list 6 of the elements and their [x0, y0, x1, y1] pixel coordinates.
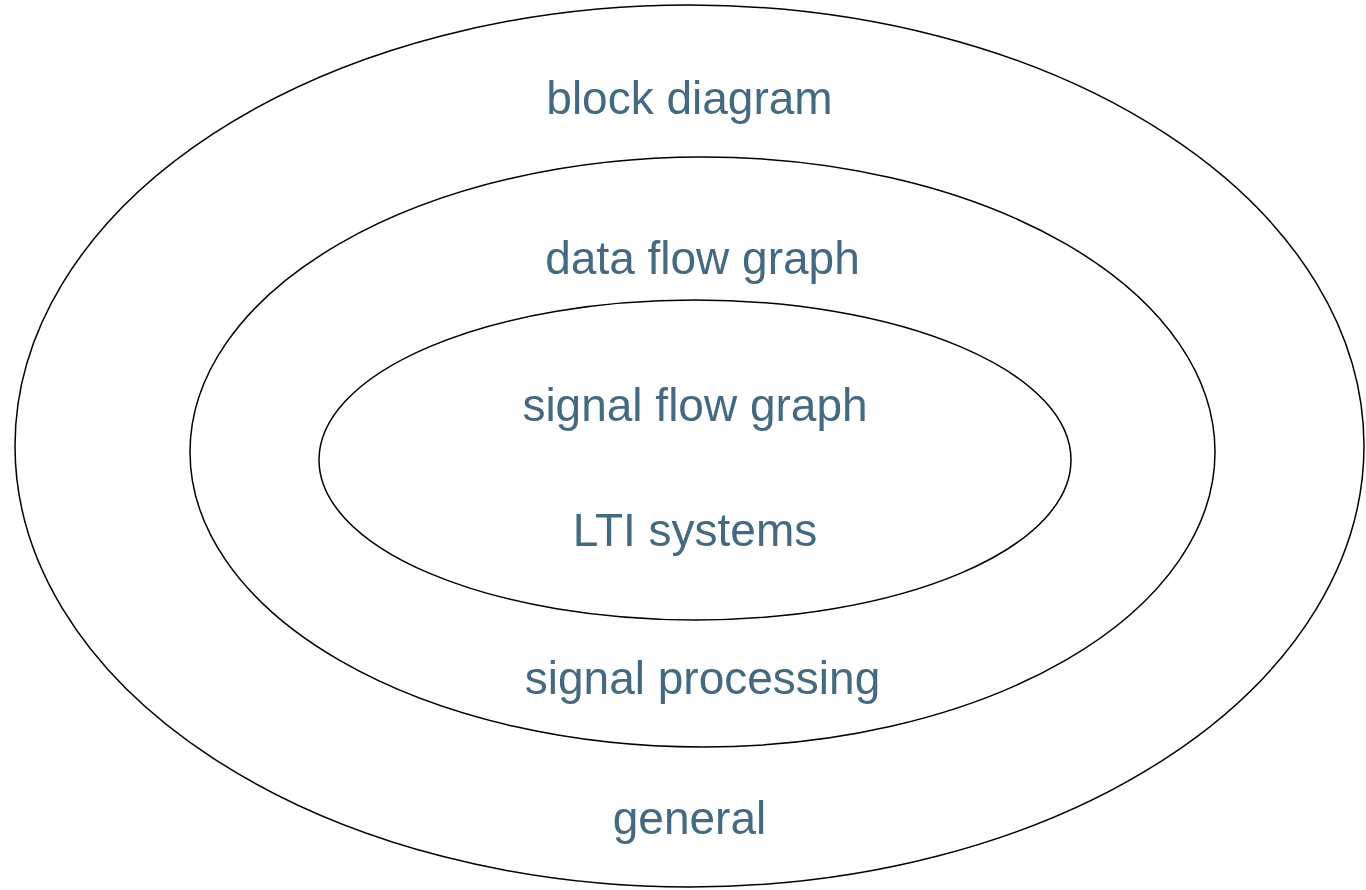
ellipse-label: data flow graph: [545, 232, 860, 284]
ellipse-label: general: [612, 792, 767, 844]
ellipse-label: block diagram: [546, 72, 833, 124]
ellipse-label: signal processing: [524, 652, 881, 704]
ellipse-label: signal flow graph: [522, 379, 868, 431]
ellipse-label: LTI systems: [572, 504, 818, 556]
